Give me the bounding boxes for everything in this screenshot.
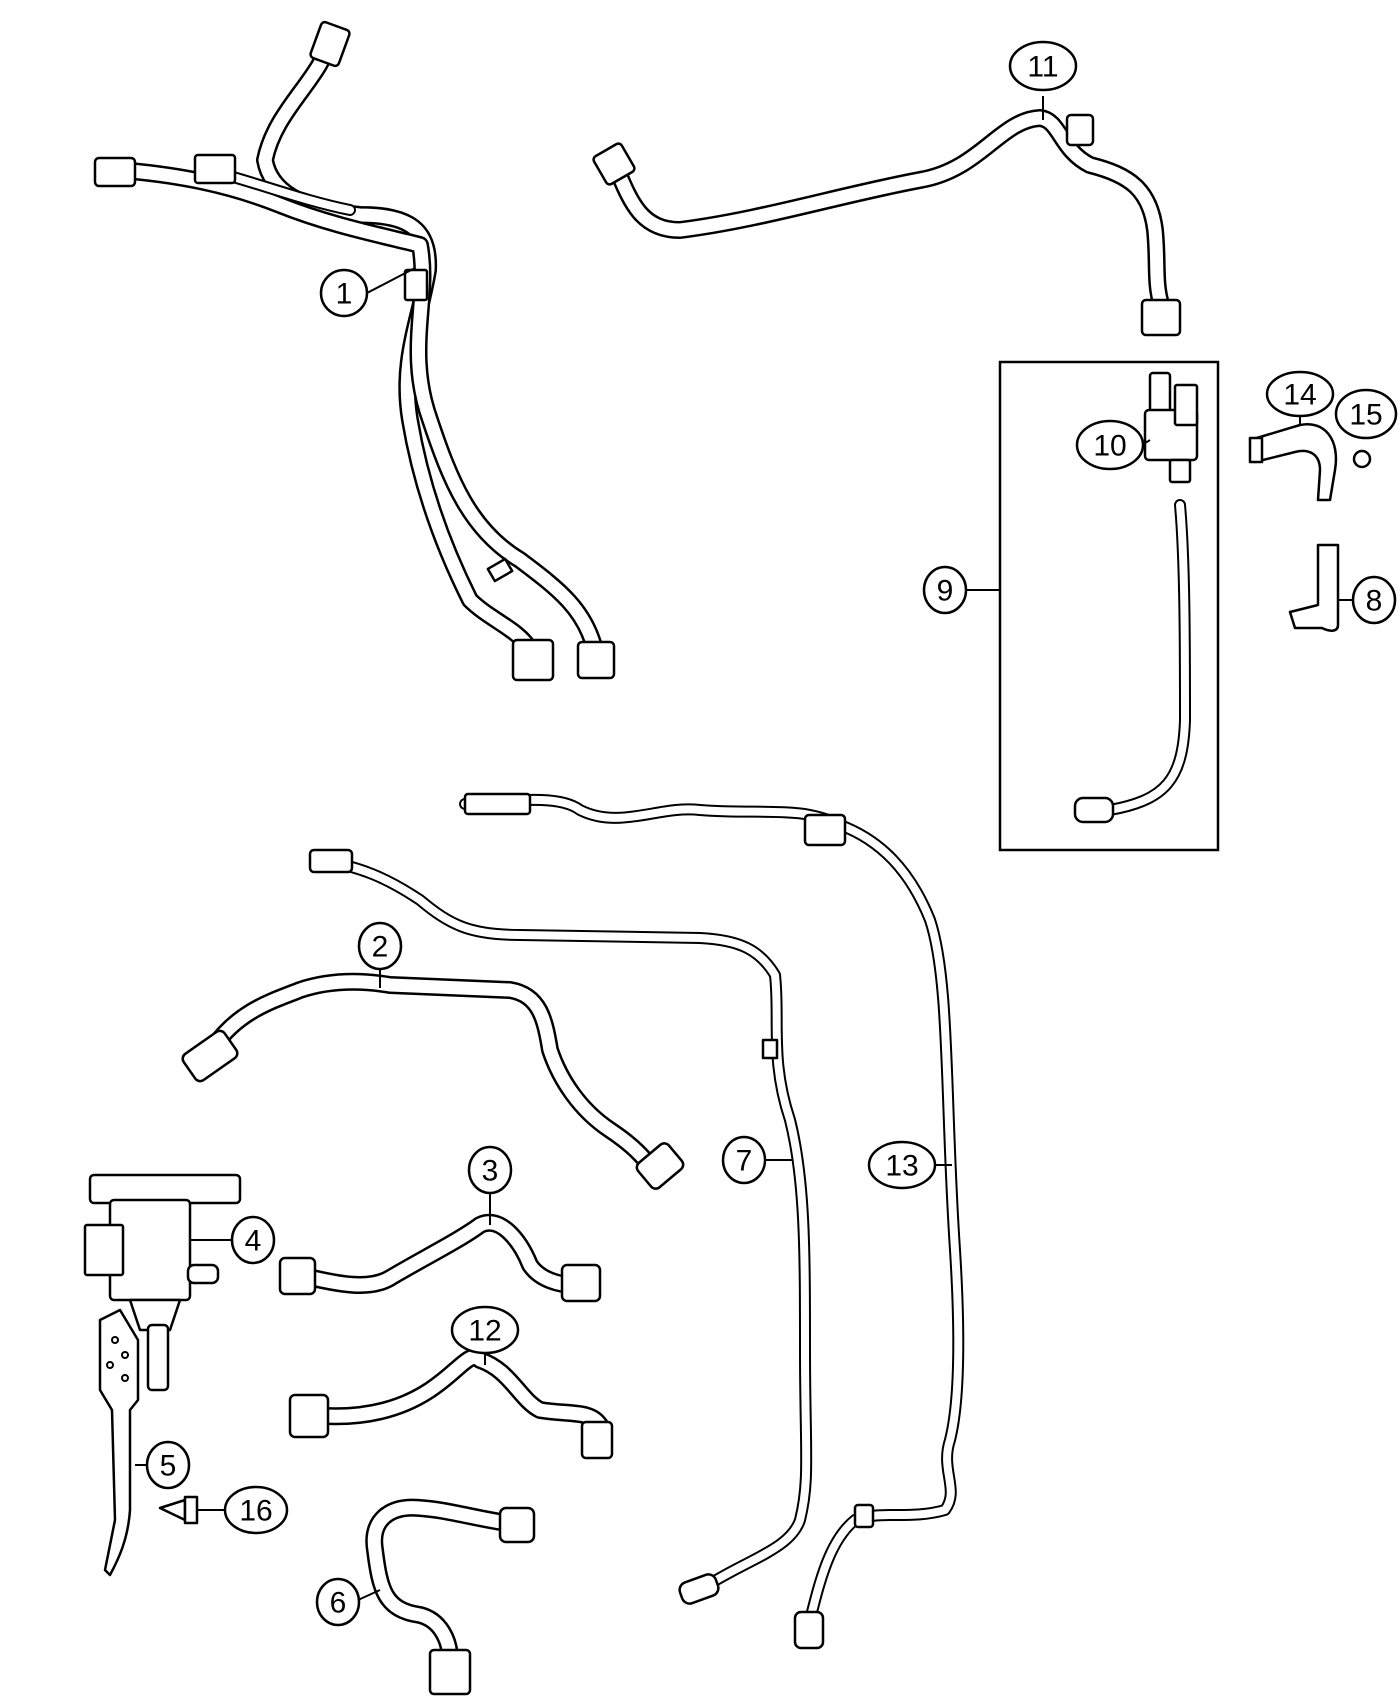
part-6-hose (365, 1498, 536, 1696)
callout-11-label: 11 (1027, 51, 1058, 84)
callout-13: 13 (867, 1140, 937, 1190)
callout-5: 5 (145, 1440, 191, 1490)
callout-10: 10 (1075, 419, 1145, 471)
part-16-push-pin (158, 1495, 199, 1525)
callout-3: 3 (467, 1145, 513, 1195)
callout-12: 12 (450, 1305, 520, 1355)
callout-7: 7 (721, 1135, 767, 1185)
callout-7-label: 7 (736, 1145, 753, 1178)
callout-2: 2 (357, 921, 403, 971)
callout-1: 1 (319, 268, 369, 318)
callout-4: 4 (230, 1215, 276, 1265)
part-9-assembly-box (998, 360, 1220, 852)
part-11-hose (592, 109, 1182, 337)
callout-11: 11 (1008, 40, 1078, 92)
callout-2-label: 2 (372, 931, 389, 964)
callout-8: 8 (1351, 575, 1397, 625)
part-3-hose (278, 1213, 602, 1303)
callout-4-label: 4 (245, 1225, 262, 1258)
part-8-clip (1288, 543, 1340, 632)
part-1-hose-bundle (93, 20, 616, 682)
callout-15: 15 (1334, 388, 1398, 440)
part-4-canister (83, 1173, 242, 1392)
part-10-purge-valve (1143, 371, 1199, 484)
callout-16: 16 (223, 1485, 289, 1535)
callout-6: 6 (315, 1577, 361, 1627)
part-2-hose (181, 972, 685, 1190)
callout-1-label: 1 (336, 278, 353, 311)
callout-16-label: 16 (239, 1495, 272, 1528)
part-15-nut (1352, 449, 1372, 469)
part-12-hose (288, 1348, 614, 1460)
callout-3-label: 3 (482, 1155, 499, 1188)
callout-14: 14 (1265, 370, 1335, 418)
callout-5-label: 5 (160, 1450, 177, 1483)
callout-9: 9 (922, 565, 968, 615)
leader-6 (357, 1589, 381, 1601)
callout-6-label: 6 (330, 1587, 347, 1620)
leader-1 (366, 267, 416, 294)
callout-13-label: 13 (885, 1150, 918, 1183)
callout-10-label: 10 (1093, 430, 1126, 463)
callout-15-label: 15 (1349, 399, 1382, 432)
part-7-hose (308, 848, 813, 1605)
callout-8-label: 8 (1366, 585, 1383, 618)
callout-9-label: 9 (937, 575, 954, 608)
part-13-hose (459, 792, 965, 1650)
part-14-bracket (1248, 422, 1338, 502)
part-5-bracket (98, 1308, 140, 1577)
callout-12-label: 12 (468, 1315, 501, 1348)
callout-14-label: 14 (1283, 379, 1316, 412)
